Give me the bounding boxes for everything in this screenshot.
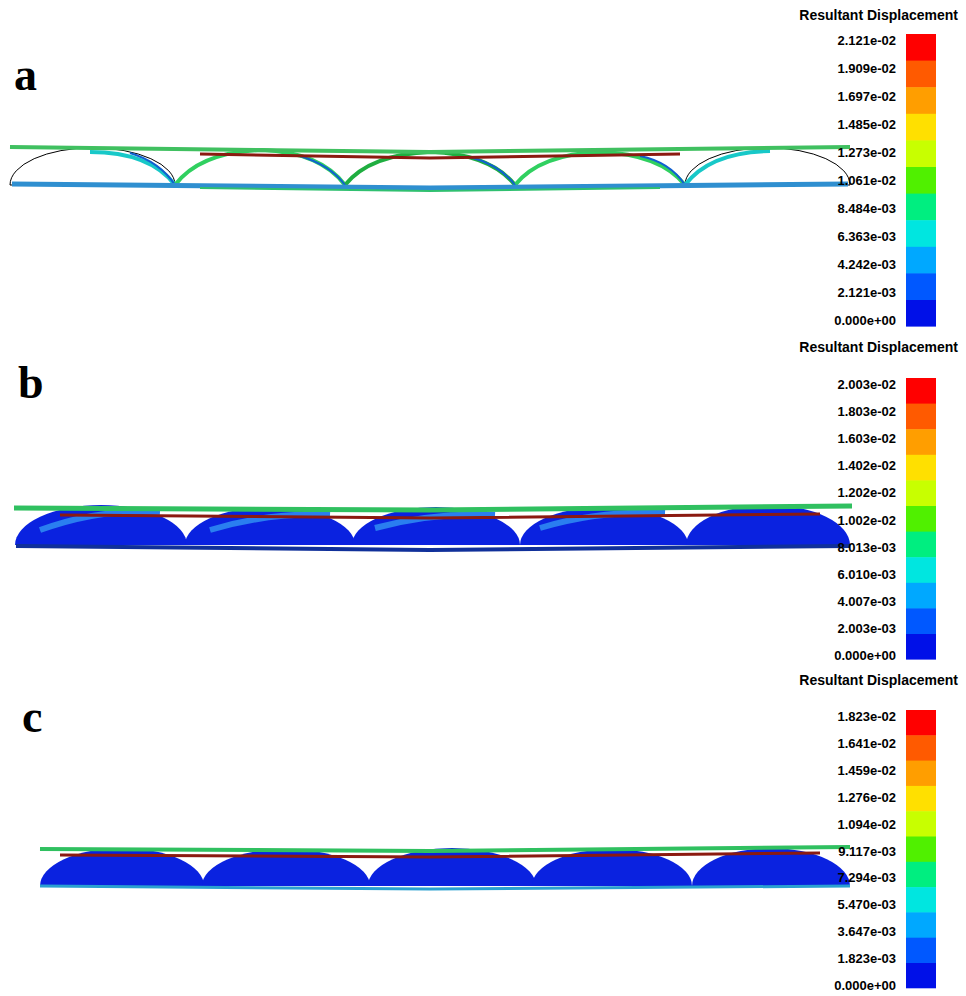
scale-value: 1.459e-02 (837, 764, 896, 777)
scale-value: 2.121e-03 (837, 286, 896, 299)
color-bar (906, 378, 936, 660)
scale-value: 1.823e-02 (837, 710, 896, 723)
deformed-model-c (40, 847, 850, 889)
scale-value: 1.273e-02 (837, 146, 896, 159)
scale-value: 2.003e-03 (837, 622, 896, 635)
scale-value: 7.294e-03 (837, 871, 896, 884)
scale-value: 1.603e-02 (837, 432, 896, 445)
scale-value: 1.909e-02 (837, 62, 896, 75)
scale-title: Resultant Displacement (799, 8, 958, 22)
scale-value: 0.000e+00 (834, 314, 896, 327)
deformed-model-b (14, 505, 852, 550)
scale-value: 4.242e-03 (837, 258, 896, 271)
scale-value: 1.276e-02 (837, 791, 896, 804)
scale-value: 1.061e-02 (837, 174, 896, 187)
scale-value: 5.470e-03 (837, 898, 896, 911)
scale-value: 1.094e-02 (837, 818, 896, 831)
scale-value: 1.641e-02 (837, 737, 896, 750)
scale-value: 8.484e-03 (837, 202, 896, 215)
scale-title: Resultant Displacement (799, 673, 958, 687)
scale-value: 9.117e-03 (838, 845, 896, 858)
scale-value: 1.002e-02 (837, 514, 896, 527)
color-bar (906, 34, 936, 327)
scale-title: Resultant Displacement (799, 340, 958, 354)
scale-value: 1.202e-02 (837, 486, 896, 499)
color-bar (906, 710, 936, 988)
scale-value: 8.013e-03 (837, 541, 896, 554)
scale-value: 1.823e-03 (837, 952, 896, 965)
scale-value: 0.000e+00 (834, 649, 896, 662)
scale-value: 2.003e-02 (837, 378, 896, 391)
panel-letter: b (18, 360, 44, 406)
scale-value: 3.647e-03 (837, 925, 896, 938)
scale-value: 1.697e-02 (837, 90, 896, 103)
scale-value: 4.007e-03 (837, 595, 896, 608)
panel-letter: a (14, 52, 37, 98)
scale-value: 0.000e+00 (834, 979, 896, 992)
scale-value: 6.363e-03 (837, 230, 896, 243)
scale-value: 1.402e-02 (837, 459, 896, 472)
deformed-model-a (10, 147, 850, 191)
scale-value: 2.121e-02 (837, 34, 896, 47)
scale-value: 1.803e-02 (837, 405, 896, 418)
scale-value: 6.010e-03 (837, 568, 896, 581)
scale-value: 1.485e-02 (837, 118, 896, 131)
panel-letter: c (22, 694, 42, 740)
